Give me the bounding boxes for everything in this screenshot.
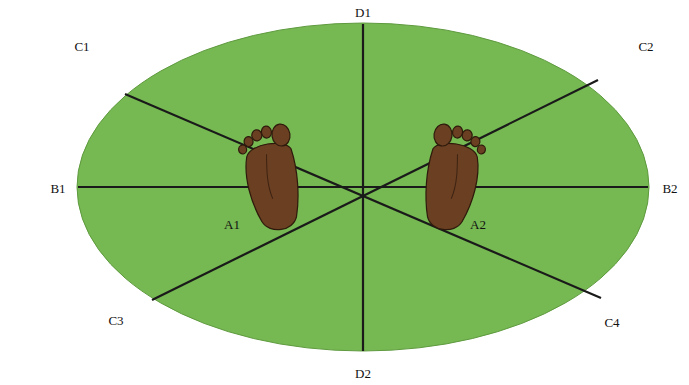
- right-foot: [420, 123, 488, 234]
- direction-label: D2: [355, 366, 371, 381]
- direction-lines: [78, 24, 648, 351]
- direction-label: C3: [108, 313, 123, 328]
- direction-label: C2: [638, 39, 653, 54]
- direction-label: A2: [470, 217, 486, 232]
- direction-label: D1: [355, 5, 371, 20]
- direction-label: C1: [74, 39, 89, 54]
- line-c2-c3: [152, 80, 598, 300]
- direction-label: B2: [662, 181, 677, 196]
- direction-label: C4: [604, 315, 619, 330]
- left-foot: [236, 123, 304, 234]
- green-disc: [77, 23, 649, 351]
- line-b: [78, 186, 648, 188]
- direction-label: A1: [224, 217, 240, 232]
- direction-label: B1: [50, 181, 65, 196]
